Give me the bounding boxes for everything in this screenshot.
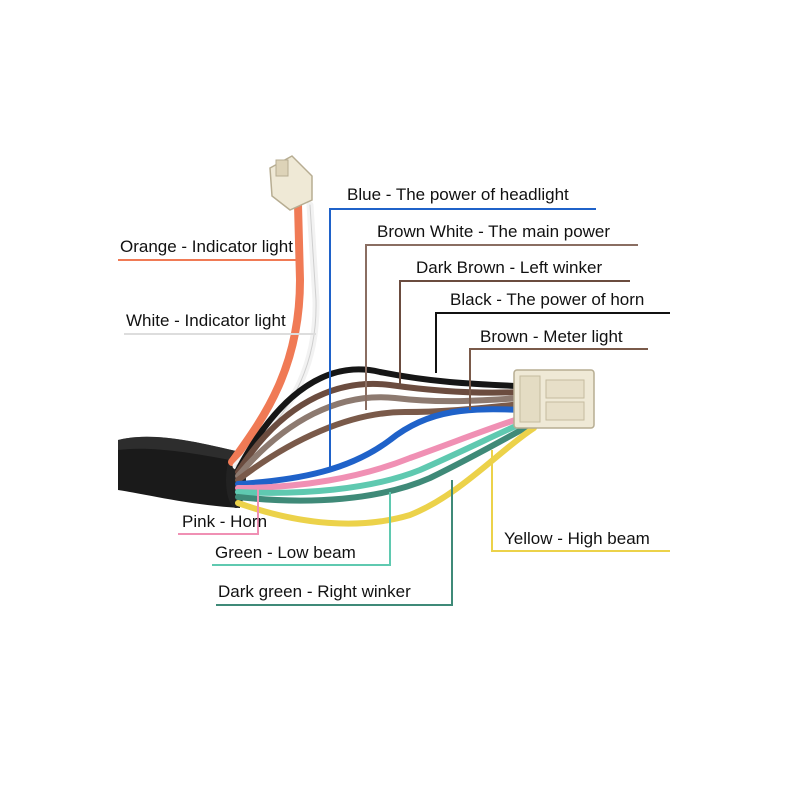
leader-green <box>212 492 391 566</box>
label-blue: Blue - The power of headlight <box>347 185 569 204</box>
leader-brown-white <box>365 244 638 410</box>
wire-blue <box>235 406 529 487</box>
leader-pink <box>178 488 259 535</box>
wire-dark-green <box>235 421 535 504</box>
label-green: Green - Low beam <box>215 543 356 562</box>
wire-yellow <box>235 425 537 527</box>
label-brown-white: Brown White - The main power <box>377 222 611 241</box>
label-yellow: Yellow - High beam <box>504 529 650 548</box>
wire-green <box>235 417 533 496</box>
label-dark-brown: Dark Brown - Left winker <box>416 258 603 277</box>
leader-blue <box>329 208 596 470</box>
wire-pink <box>235 413 531 491</box>
leader-yellow <box>491 450 670 552</box>
label-white: White - Indicator light <box>126 311 286 330</box>
main-connector <box>513 369 595 429</box>
leader-dark-green <box>216 480 453 606</box>
wire-dark-brown <box>235 381 523 475</box>
label-pink: Pink - Horn <box>182 512 268 531</box>
leader-brown <box>469 348 648 410</box>
wire-brown-white <box>235 394 525 479</box>
label-orange: Orange - Indicator light <box>120 237 293 256</box>
label-black: Black - The power of horn <box>450 290 645 309</box>
leader-dark-brown <box>399 280 630 385</box>
cable-sheath <box>118 436 246 508</box>
leader-black <box>435 312 670 373</box>
label-brown: Brown - Meter light <box>480 327 623 346</box>
small-connector <box>269 155 313 211</box>
leader-lines <box>118 208 670 606</box>
wire-orange <box>228 201 305 466</box>
label-dark-green: Dark green - Right winker <box>218 582 411 601</box>
